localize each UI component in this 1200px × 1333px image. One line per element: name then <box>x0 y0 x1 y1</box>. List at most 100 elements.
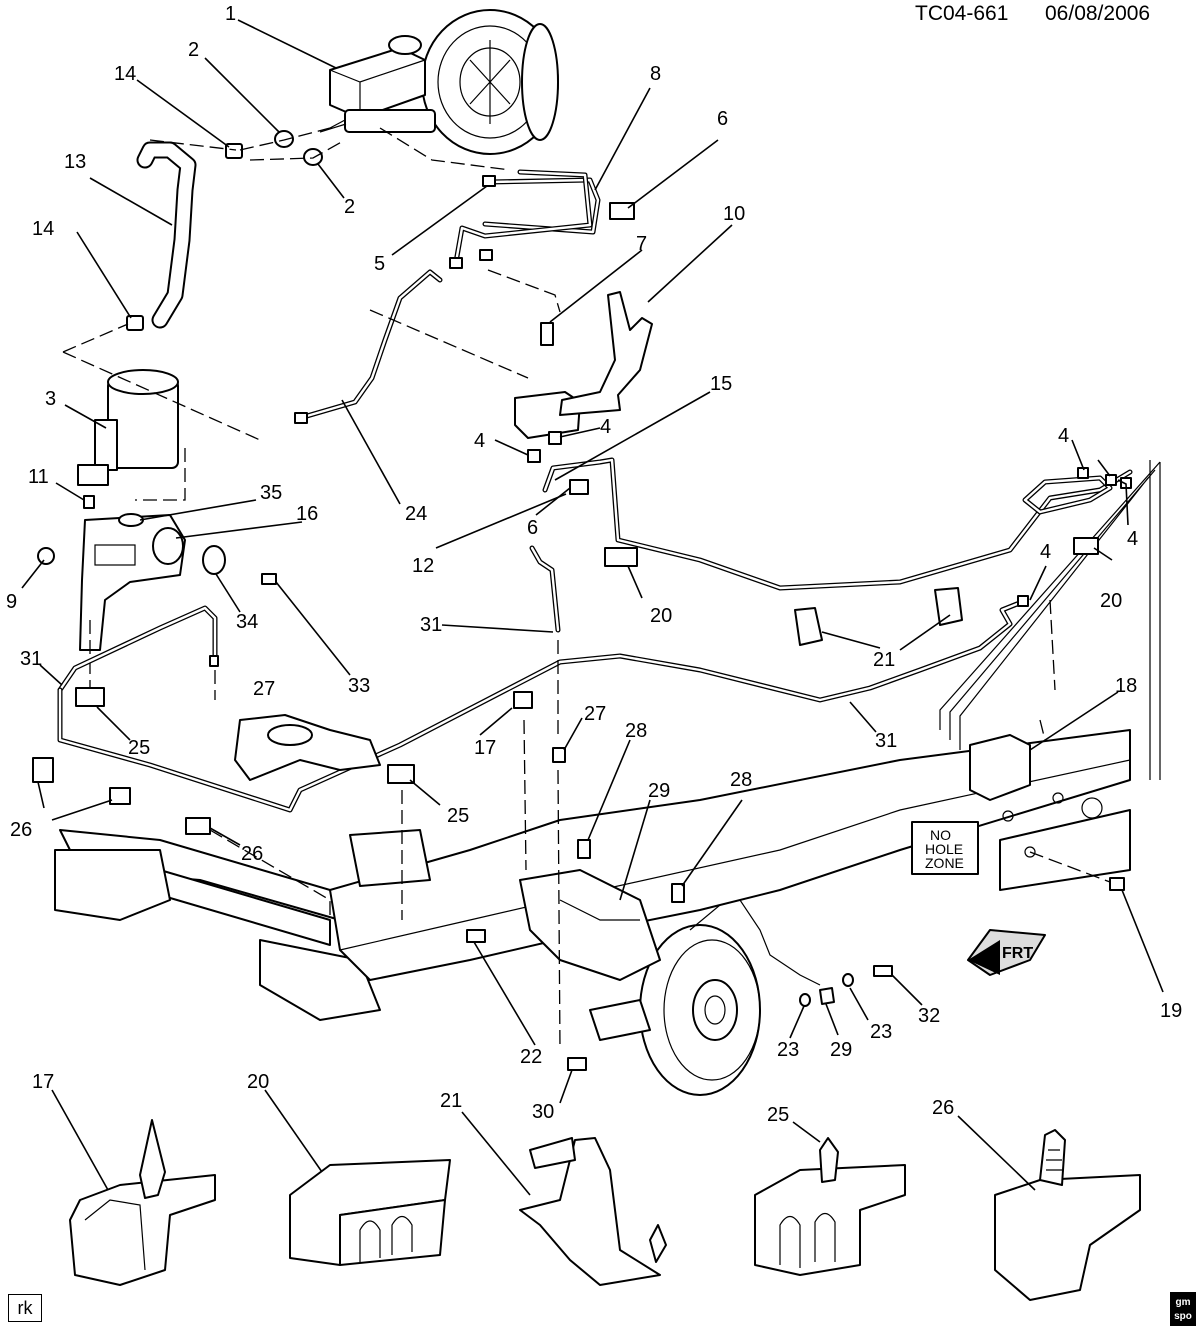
callout-18: 18 <box>1115 675 1137 697</box>
clip-6-lower <box>569 479 589 495</box>
callout-28-a: 28 <box>625 720 647 742</box>
callout-4-a: 4 <box>474 430 485 452</box>
clip-17-mid <box>513 691 533 709</box>
callout-4-b: 4 <box>600 416 611 438</box>
upper-guide-dashes <box>369 127 561 379</box>
callout-1: 1 <box>225 3 236 25</box>
vertical-guide-lines <box>209 599 1056 1051</box>
hardware-23-29-32 <box>799 965 893 1007</box>
callout-13: 13 <box>64 151 86 173</box>
callout-28-b: 28 <box>730 769 752 791</box>
clip-detail-26 <box>994 1129 1141 1301</box>
callout-27-mid: 27 <box>584 703 606 725</box>
callout-7: 7 <box>636 233 647 255</box>
clip-detail-17 <box>69 1119 216 1286</box>
bolt-19 <box>1109 877 1125 891</box>
callout-34: 34 <box>236 611 258 633</box>
frame-holes <box>1002 792 1103 858</box>
hose-clamp-lower <box>126 315 144 331</box>
callout-3: 3 <box>45 388 56 410</box>
clip-20-front <box>604 547 638 567</box>
fitting-27-left <box>209 655 219 667</box>
callout-22: 22 <box>520 1046 542 1068</box>
callout-2-lower: 2 <box>344 196 355 218</box>
frame-stamp-line2: HOLE <box>925 841 963 857</box>
callout-23-right: 23 <box>870 1021 892 1043</box>
callout-25-mid: 25 <box>447 805 469 827</box>
wheel-speed-sensor-harness <box>559 899 821 986</box>
callout-25-left: 25 <box>128 737 150 759</box>
knuckle-and-arm <box>519 869 661 1041</box>
clip-detail-21 <box>519 1137 667 1286</box>
callout-32: 32 <box>918 1005 940 1027</box>
gm-spo-logo: gm spo <box>1170 1292 1196 1326</box>
callout-31-left: 31 <box>20 648 42 670</box>
logo-line-2: spo <box>1174 1311 1192 1322</box>
brake-rotor-hub <box>639 924 761 1096</box>
callout-23-left: 23 <box>777 1039 799 1061</box>
callout-labels: 1 2 2 14 13 14 3 11 35 16 9 34 33 24 5 8… <box>6 3 1182 1126</box>
callout-4-e: 4 <box>1040 541 1051 563</box>
fittings-4 <box>527 431 1132 607</box>
callout-25-detail: 25 <box>767 1104 789 1126</box>
callout-26-mid: 26 <box>241 843 263 865</box>
callout-20-a: 20 <box>650 605 672 627</box>
callout-19: 19 <box>1160 1000 1182 1022</box>
callout-15: 15 <box>710 373 732 395</box>
leader-lines <box>21 19 1164 1196</box>
frame-stamp-line3: ZONE <box>925 855 964 871</box>
callout-27-left: 27 <box>253 678 275 700</box>
front-direction-arrow: FRT <box>967 929 1046 976</box>
bracket-center <box>349 829 431 887</box>
rear-crossmember <box>234 714 381 781</box>
callout-14-lower: 14 <box>32 218 54 240</box>
callout-21-a: 21 <box>873 649 895 671</box>
logo-line-1: gm <box>1175 1297 1191 1308</box>
callout-31-right: 31 <box>875 730 897 752</box>
assembly-guide-lines-left <box>62 127 346 690</box>
callout-8: 8 <box>650 63 661 85</box>
bolt-11 <box>83 495 95 509</box>
callout-21-detail: 21 <box>440 1090 462 1112</box>
clip-25-mid <box>387 764 415 784</box>
callout-6-lower: 6 <box>527 517 538 539</box>
callout-10: 10 <box>723 203 745 225</box>
dashed-bolt-line <box>1029 851 1111 883</box>
clip-26-mid <box>109 787 131 805</box>
brake-pipe-15 <box>542 457 1133 591</box>
pump-bracket <box>79 514 186 651</box>
artist-initials-box: rk <box>8 1294 42 1322</box>
brake-booster <box>421 9 559 155</box>
callout-12: 12 <box>412 555 434 577</box>
insulator-35 <box>118 513 144 527</box>
clip-22 <box>466 929 486 943</box>
bolt-30 <box>567 1057 587 1071</box>
valve-bracket-10 <box>559 291 653 416</box>
callout-30: 30 <box>532 1101 554 1123</box>
callout-20-b: 20 <box>1100 590 1122 612</box>
bolt-33 <box>261 573 277 585</box>
clip-detail-20 <box>289 1159 451 1266</box>
callout-17-mid: 17 <box>474 737 496 759</box>
callout-16: 16 <box>296 503 318 525</box>
callout-17-detail: 17 <box>32 1071 54 1093</box>
frame-stamp-line1: NO <box>930 827 951 843</box>
hose-clamp-upper <box>225 143 243 159</box>
callout-26-left: 26 <box>10 819 32 841</box>
clip-21-a <box>794 607 823 646</box>
clip-20-rear <box>1073 537 1099 555</box>
clip-26-left <box>32 757 54 783</box>
callout-29-a: 29 <box>648 780 670 802</box>
callout-29-b: 29 <box>830 1039 852 1061</box>
clip-25-left <box>75 687 105 707</box>
callout-4-d: 4 <box>1127 528 1138 550</box>
callout-14-upper: 14 <box>114 63 136 85</box>
callout-33: 33 <box>348 675 370 697</box>
proportioner-valve-7 <box>540 322 554 346</box>
clip-detail-25 <box>754 1137 906 1276</box>
drawing-code: TC04-661 <box>915 2 1008 25</box>
ehcu-module-18 <box>969 734 1031 801</box>
vacuum-pump <box>77 369 179 486</box>
callout-4-c: 4 <box>1058 425 1069 447</box>
